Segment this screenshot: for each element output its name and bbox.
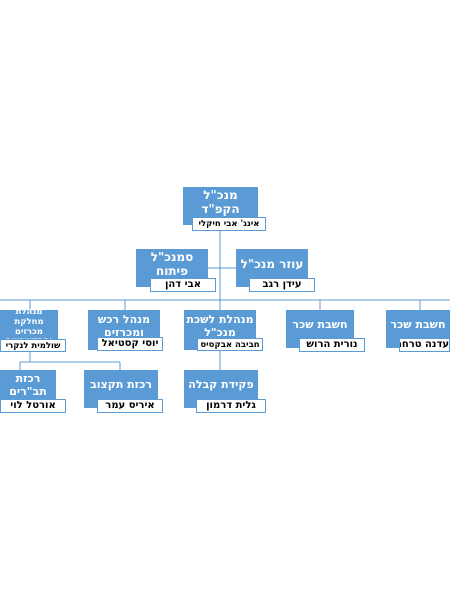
procurement-manager-title: מנהל רכש ומכרזים	[97, 312, 151, 339]
ceo-name: אינג' אבי חיקלי	[192, 217, 266, 231]
ceo-office-manager-title: מנהלת לשכת מנכ"ל	[186, 312, 254, 339]
procurement-manager-name: יוסי קסטיאל	[97, 337, 163, 351]
payroll-accountant-2-name: עדנה טרחמן	[399, 338, 450, 352]
budget-coordinator-title: רכזת תקצוב	[90, 378, 152, 392]
contracts-coordinator-name: אורטל לוי	[0, 399, 66, 413]
tenders-manager-name: שולמית לנקרי	[0, 339, 66, 352]
payroll-accountant-1-title: חשבת שכר	[292, 318, 348, 332]
payroll-accountant-1-name: נורית הרוש	[299, 338, 365, 352]
payroll-accountant-2-title: חשבת שכר	[390, 318, 446, 332]
ceo-assistant-title: עוזר מנכ"ל	[240, 256, 304, 271]
budget-coordinator-name: איריס עמר	[97, 399, 163, 413]
contracts-coordinator-title: רכזת תב"רים	[9, 371, 47, 398]
ceo-assistant-name: עידן רגב	[249, 278, 315, 292]
deputy-development-title: סמנכ"ל פיתוח	[150, 249, 194, 278]
ceo-office-manager-name: חביבה אבקסיס	[197, 338, 263, 351]
reception-clerk-title: פקידת קבלה	[188, 378, 254, 392]
ceo-title: מנכ"ל הקפ"ד	[201, 187, 240, 216]
deputy-development-name: אבי דהן	[150, 278, 216, 292]
reception-clerk-name: גלית דרמון	[196, 399, 266, 413]
